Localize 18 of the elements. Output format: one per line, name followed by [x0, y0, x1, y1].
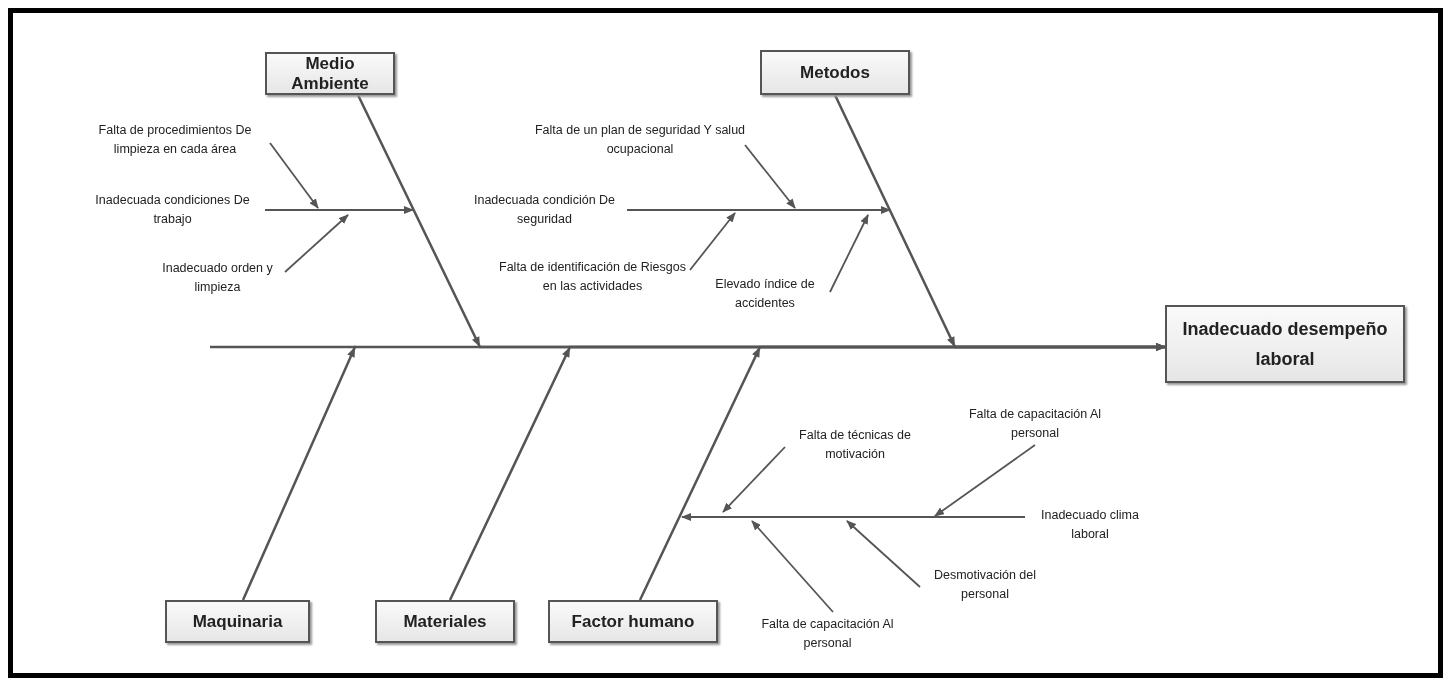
cause-label: Elevado índice de accidentes — [700, 272, 830, 315]
cause-label: Inadecuado orden y limpieza — [150, 258, 285, 298]
cause-label: Inadecuado clima laboral — [1025, 505, 1155, 545]
cause-label: Falta de capacitación Al personal — [955, 403, 1115, 445]
effect-box: Inadecuado desempeño laboral — [1165, 305, 1405, 383]
category-box: Metodos — [760, 50, 910, 95]
cause-label: Inadecuada condiciones De trabajo — [80, 190, 265, 230]
cause-label: Falta de capacitación Al personal — [745, 612, 910, 655]
cause-label: Falta de procedimientos De limpieza en cada área — [80, 120, 270, 160]
category-box: Materiales — [375, 600, 515, 643]
category-box: Medio Ambiente — [265, 52, 395, 95]
cause-label: Falta de técnicas de motivación — [775, 425, 935, 465]
category-box: Maquinaria — [165, 600, 310, 643]
category-box: Factor humano — [548, 600, 718, 643]
cause-label: Falta de identificación de Riesgos en las actividades — [495, 255, 690, 298]
cause-label: Desmotivación del personal — [920, 565, 1050, 605]
cause-label: Falta de un plan de seguridad Y salud ocupacional — [525, 120, 755, 160]
cause-label: Inadecuada condición De seguridad — [462, 190, 627, 230]
